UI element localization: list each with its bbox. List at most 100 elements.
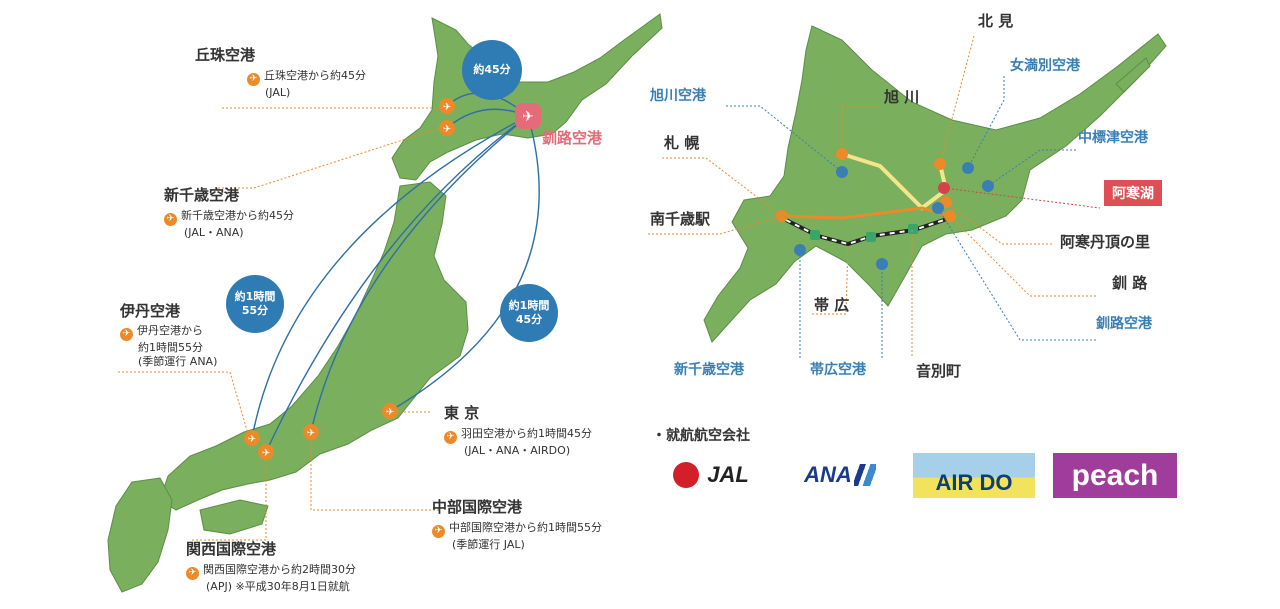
airport-haneda-block: 東 京 ✈羽田空港から約1時間45分 (JAL・ANA・AIRDO) (444, 404, 592, 458)
airport-kansai-marker (258, 444, 274, 460)
airport-okadama-block: 丘珠空港 ✈丘珠空港から約45分 (JAL) (195, 46, 366, 100)
svg-text:✈: ✈ (248, 434, 256, 445)
airport-markers-left: ✈✈ ✈✈ ✈✈ ✈ (244, 98, 541, 460)
plane-icon: ✈ (186, 566, 199, 580)
destination-kushiro-marker (515, 103, 541, 129)
japan-map: ✈ ✈ ✈ ✈ ✈ ✈ ✈ (107, 13, 663, 593)
plane-icon: ✈ (432, 524, 445, 538)
route-itami (251, 115, 529, 439)
leader-chitose (218, 127, 441, 189)
airlines-title: ・就航航空会社 (652, 428, 750, 444)
airport-itami-block: 伊丹空港 ✈伊丹空港から 約1時間55分 (季節運行 ANA) (120, 302, 217, 368)
airport-detail: ✈中部国際空港から約1時間55分 (432, 521, 602, 538)
airport-detail: ✈羽田空港から約1時間45分 (444, 427, 592, 444)
leader-sapporo (662, 157, 783, 217)
label-asahikawa: 旭 川 (884, 88, 920, 106)
label-kushiro: 釧 路 (1112, 274, 1148, 292)
airport-asahikawa-dot (836, 166, 848, 178)
airport-name: 丘珠空港 (195, 46, 256, 64)
leader-kansai (190, 460, 267, 541)
airport-detail: (季節運行 JAL) (452, 537, 525, 551)
airport-detail: (APJ) ※平成30年8月1日就航 (206, 579, 350, 593)
label-asahikawa-airport: 旭川空港 (650, 88, 706, 104)
svg-text:✈: ✈ (443, 124, 451, 135)
airport-okadama-marker (439, 98, 455, 114)
label-obihiro-airport: 帯広空港 (810, 362, 866, 378)
land-kyushu (107, 477, 173, 593)
label-akan-tancho: 阿寒丹頂の里 (1060, 233, 1151, 251)
plane-icon: ✈ (120, 327, 133, 341)
airport-detail: ✈関西国際空港から約2時間30分 (186, 563, 356, 580)
duration-bubble-45min: 約45分 (462, 40, 522, 100)
leader-chubu (310, 440, 440, 511)
plane-icon: ✈ (247, 72, 260, 86)
route-haneda (389, 115, 540, 412)
label-sapporo: 札 幌 (664, 134, 700, 152)
label-nakashibetsu: 中標津空港 (1078, 130, 1148, 146)
airport-itami-marker (244, 430, 260, 446)
dot-kushiro (944, 210, 956, 222)
leader-obihiro (812, 243, 849, 315)
leader-itami (118, 371, 249, 435)
duration-bubble-1h55: 約1時間 55分 (226, 275, 284, 333)
railway-dashes (785, 217, 951, 246)
airport-detail: (季節運行 ANA) (138, 354, 218, 368)
logo-airdo: AIR DO (913, 453, 1035, 498)
station-markers (810, 224, 918, 242)
airport-name: 中部国際空港 (432, 498, 523, 516)
airport-kushiro-dot (932, 202, 944, 214)
airport-name: 東 京 (444, 404, 480, 422)
logo-jal: JAL (656, 455, 766, 495)
land-hokkaido-left (391, 13, 663, 181)
airport-detail: (JAL・ANA) (184, 225, 244, 239)
airplane-icon: ✈ (522, 109, 534, 125)
leader-kushiro-airport (937, 207, 1096, 341)
airport-name: 新千歳空港 (164, 186, 240, 204)
airport-chitose-block: 新千歳空港 ✈新千歳空港から約45分 (JAL・ANA) (164, 186, 294, 240)
hokkaido-map (648, 25, 1167, 358)
airport-chitose-marker (439, 120, 455, 136)
land-honshu (159, 181, 469, 511)
label-minami-chitose: 南千歳駅 (650, 210, 711, 228)
airport-detail: ✈丘珠空港から約45分 (247, 69, 366, 86)
leader-lines-blue (726, 76, 1096, 358)
label-memanbetsu: 女満別空港 (1010, 58, 1080, 74)
airport-detail: 約1時間55分 (138, 340, 203, 354)
route-chubu (310, 115, 529, 433)
label-otofuke: 音別町 (916, 362, 962, 380)
logo-ana: ANA (790, 455, 890, 495)
leader-akan-tancho (945, 201, 1052, 245)
airport-detail: (JAL) (265, 85, 291, 99)
plane-icon: ✈ (444, 430, 457, 444)
airport-chubu-marker (303, 424, 319, 440)
destination-label: 釧路空港 (542, 129, 603, 147)
flight-routes (251, 92, 540, 453)
airport-detail: ✈伊丹空港から (120, 324, 217, 341)
land-shiretoko (1115, 57, 1151, 93)
svg-text:✈: ✈ (386, 407, 394, 418)
leader-nakashibetsu (987, 149, 1076, 187)
label-obihiro: 帯 広 (814, 296, 850, 314)
label-kushiro-airport: 釧路空港 (1096, 316, 1152, 332)
land-hokkaido-right (703, 25, 1167, 343)
station-3 (908, 224, 918, 234)
leader-asahikawa-airport (726, 105, 843, 173)
ana-stripes-icon (853, 464, 876, 486)
svg-text:✈: ✈ (262, 448, 270, 459)
label-akanko: 阿寒湖 (1104, 180, 1162, 206)
route-kansai (265, 115, 529, 453)
airport-name: 伊丹空港 (120, 302, 181, 320)
logo-peach: peach (1053, 453, 1177, 498)
duration-bubble-1h45: 約1時間 45分 (500, 284, 558, 342)
station-2 (866, 232, 876, 242)
station-1 (810, 230, 820, 240)
label-kitami: 北 見 (978, 12, 1014, 30)
label-shin-chitose: 新千歳空港 (674, 362, 744, 378)
airport-chubu-block: 中部国際空港 ✈中部国際空港から約1時間55分 (季節運行 JAL) (432, 498, 602, 552)
airport-detail: (JAL・ANA・AIRDO) (464, 443, 571, 457)
plane-glyphs: ✈✈ ✈✈ ✈✈ (248, 102, 451, 459)
airport-detail: ✈新千歳空港から約45分 (164, 209, 294, 226)
airport-haneda-marker (382, 403, 398, 419)
land-shikoku (199, 499, 269, 535)
